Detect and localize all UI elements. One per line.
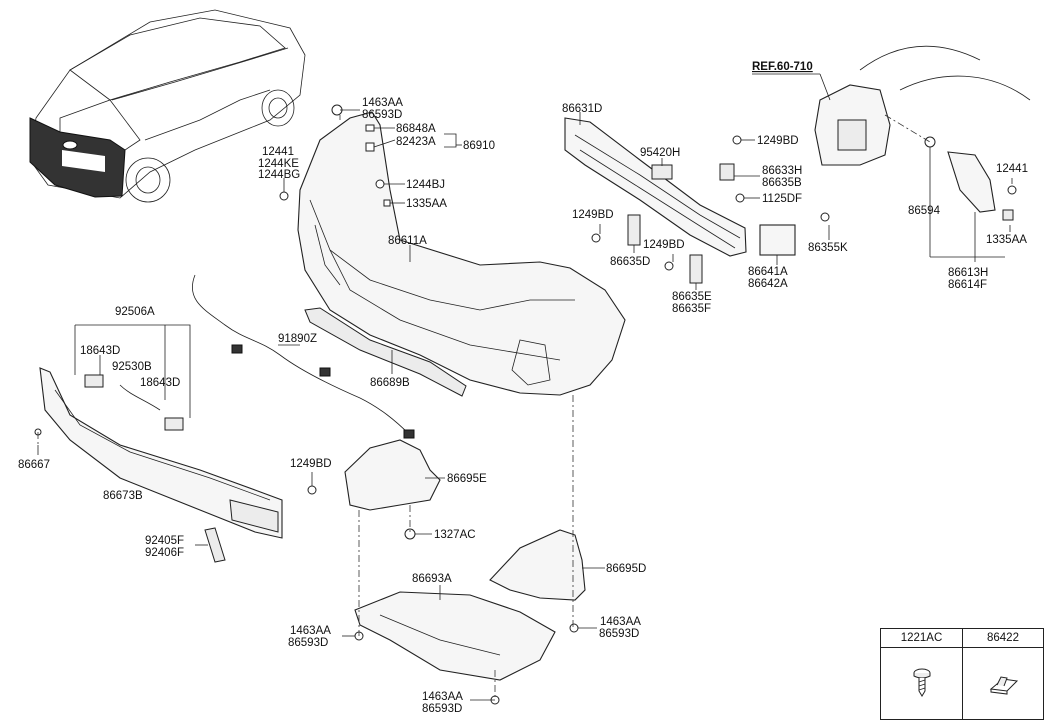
side-bracket <box>947 151 996 213</box>
vehicle-illustration <box>29 9 306 203</box>
harness-connector <box>403 429 415 439</box>
bracket-86633H <box>719 163 735 181</box>
part-label-86593D[interactable]: 86593D <box>599 628 639 640</box>
part-label-86910[interactable]: 86910 <box>463 140 495 152</box>
part-label-86593D[interactable]: 86593D <box>288 637 328 649</box>
part-label-86673B[interactable]: 86673B <box>103 490 143 502</box>
parking-sensor <box>164 417 184 431</box>
part-label-92406F[interactable]: 92406F <box>145 547 184 559</box>
part-label-86635D[interactable]: 86635D <box>610 256 650 268</box>
sensor-wire <box>119 384 161 411</box>
part-label-86689B[interactable]: 86689B <box>370 377 410 389</box>
part-label-86635E[interactable]: 86635E <box>672 291 712 303</box>
part-label-1249BD[interactable]: 1249BD <box>290 458 332 470</box>
lower-garnish <box>39 367 283 539</box>
part-label-86695D[interactable]: 86695D <box>606 563 646 575</box>
part-label-1327AC[interactable]: 1327AC <box>434 529 476 541</box>
part-label-86593D[interactable]: 86593D <box>422 703 462 715</box>
wiring-harness <box>192 274 411 436</box>
part-label-1249BD[interactable]: 1249BD <box>643 239 685 251</box>
part-label-86613H[interactable]: 86613H <box>948 267 988 279</box>
harness-connector <box>319 367 331 377</box>
part-label-1244KE[interactable]: 1244KE <box>258 158 299 170</box>
part-label-1244BJ[interactable]: 1244BJ <box>406 179 445 191</box>
under-cover-86695D <box>489 529 586 601</box>
part-label-86642A[interactable]: 86642A <box>748 278 788 290</box>
bracket-86635E <box>689 254 703 284</box>
part-label-82423A[interactable]: 82423A <box>396 136 436 148</box>
part-label-1244BG[interactable]: 1244BG <box>258 169 300 181</box>
fastener-icons <box>34 104 1017 705</box>
legend-table: 1221AC 86422 <box>880 628 1044 720</box>
part-label-86635F[interactable]: 86635F <box>672 303 711 315</box>
under-cover-86693A <box>354 591 556 681</box>
part-label-86594[interactable]: 86594 <box>908 205 941 217</box>
part-label-1463AA[interactable]: 1463AA <box>600 616 641 628</box>
part-label-1335AA[interactable]: 1335AA <box>986 234 1027 246</box>
part-label-86693A[interactable]: 86693A <box>412 573 452 585</box>
part-label-86848A[interactable]: 86848A <box>396 123 436 135</box>
ref-label[interactable]: REF.60-710 <box>752 61 813 73</box>
part-label-1249BD[interactable]: 1249BD <box>572 209 614 221</box>
part-label-86635B[interactable]: 86635B <box>762 177 802 189</box>
clip-icon <box>989 676 1019 695</box>
part-label-1125DF[interactable]: 1125DF <box>762 193 802 205</box>
small-bracket <box>1002 209 1014 221</box>
part-label-86631D[interactable]: 86631D <box>562 103 602 115</box>
screw-icon <box>913 668 931 697</box>
bracket-86635D <box>627 214 641 246</box>
legend-header-86422: 86422 <box>963 629 1043 648</box>
part-label-18643D[interactable]: 18643D <box>140 377 180 389</box>
part-label-1463AA[interactable]: 1463AA <box>422 691 463 703</box>
part-label-12441[interactable]: 12441 <box>996 163 1028 175</box>
bracket-86641A <box>759 224 796 256</box>
legend-divider <box>962 629 963 719</box>
part-label-86611A[interactable]: 86611A <box>388 235 427 247</box>
part-label-92506A[interactable]: 92506A <box>115 306 155 318</box>
legend-header-1221AC: 1221AC <box>881 629 962 648</box>
bracket-95420H <box>651 164 673 180</box>
part-label-95420H[interactable]: 95420H <box>640 147 680 159</box>
bumper-absorber-strip <box>304 307 467 397</box>
part-label-91890Z[interactable]: 91890Z <box>278 333 317 345</box>
part-label-92405F[interactable]: 92405F <box>145 535 184 547</box>
harness-connector <box>231 344 243 354</box>
part-label-86667[interactable]: 86667 <box>18 459 50 471</box>
part-label-86641A[interactable]: 86641A <box>748 266 788 278</box>
part-label-12441[interactable]: 12441 <box>262 146 294 158</box>
part-label-1463AA[interactable]: 1463AA <box>290 625 331 637</box>
part-label-86695E[interactable]: 86695E <box>447 473 487 485</box>
part-label-86614F[interactable]: 86614F <box>948 279 987 291</box>
part-label-86633H[interactable]: 86633H <box>762 165 802 177</box>
under-cover-86695E <box>344 439 441 511</box>
part-label-1463AA[interactable]: 1463AA <box>362 97 403 109</box>
lamp-opening <box>837 119 867 151</box>
part-label-18643D[interactable]: 18643D <box>80 345 120 357</box>
leader-lines <box>37 109 1013 701</box>
part-label-86593D[interactable]: 86593D <box>362 109 402 121</box>
part-label-1335AA[interactable]: 1335AA <box>406 198 447 210</box>
part-label-86355K[interactable]: 86355K <box>808 242 848 254</box>
part-label-1249BD[interactable]: 1249BD <box>757 135 799 147</box>
rear-bumper-beam <box>564 117 747 257</box>
part-label-92530B[interactable]: 92530B <box>112 361 152 373</box>
parking-sensor <box>84 374 104 388</box>
